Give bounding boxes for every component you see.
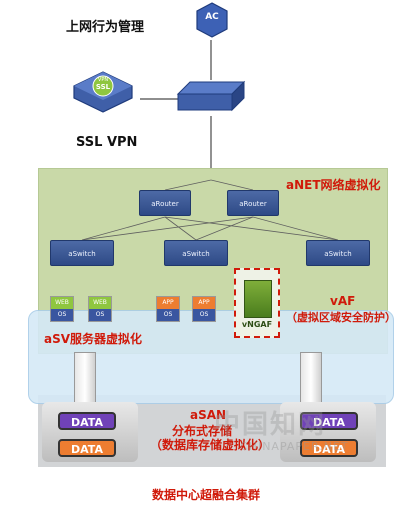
watermark: 中国知网 [214, 410, 327, 440]
vngaf-label: vNGAF [241, 320, 273, 329]
anet-label: aNET网络虚拟化 [286, 178, 381, 192]
vaf-sub-label: （虚拟区域安全防护） [286, 311, 396, 324]
vm-os-label: OS [51, 309, 73, 321]
ssl-badge-top: VPN [97, 77, 109, 83]
vm-web-1: WEB OS [50, 296, 74, 322]
vm-app-label: APP [157, 297, 179, 309]
vaf-label: vAF [330, 294, 356, 308]
behavior-management-label: 上网行为管理 [66, 20, 145, 35]
core-switch-icon [176, 80, 246, 116]
vm-app-2: APP OS [192, 296, 216, 322]
asan-label: aSAN [190, 408, 227, 422]
vm-app-label: APP [193, 297, 215, 309]
arouter-1: aRouter [139, 190, 191, 216]
watermark-sub: CHINAPAPER.NET [240, 440, 349, 453]
data-block-left-top: DATA [58, 412, 116, 430]
vm-web-2: WEB OS [88, 296, 112, 322]
asv-label: aSV服务器虚拟化 [44, 332, 143, 346]
firewall-icon [244, 280, 272, 318]
data-block-right-top: DATA [300, 412, 358, 430]
diagram-caption: 数据中心超融合集群 [152, 488, 261, 502]
ssl-vpn-device-icon: VPN SSL [72, 70, 134, 114]
vm-app-label: WEB [51, 297, 73, 309]
vm-os-label: OS [157, 309, 179, 321]
vm-os-label: OS [193, 309, 215, 321]
vm-app-label: WEB [89, 297, 111, 309]
data-block-left-bottom: DATA [58, 439, 116, 457]
ac-badge-text: AC [205, 12, 219, 22]
asan-sub2-label: （数据库存储虚拟化） [150, 438, 271, 452]
arouter-2: aRouter [227, 190, 279, 216]
ssl-badge-text: SSL [95, 83, 111, 91]
data-block-right-bottom: DATA [300, 439, 358, 457]
asan-sub1-label: 分布式存储 [172, 424, 233, 438]
vm-app-1: APP OS [156, 296, 180, 322]
vngaf-firewall: vNGAF [234, 268, 280, 338]
aswitch-3: aSwitch [306, 240, 370, 266]
ac-device-icon: AC [194, 2, 230, 38]
ssl-vpn-label: SSL VPN [76, 135, 138, 150]
aswitch-2: aSwitch [164, 240, 228, 266]
aswitch-1: aSwitch [50, 240, 114, 266]
vm-os-label: OS [89, 309, 111, 321]
